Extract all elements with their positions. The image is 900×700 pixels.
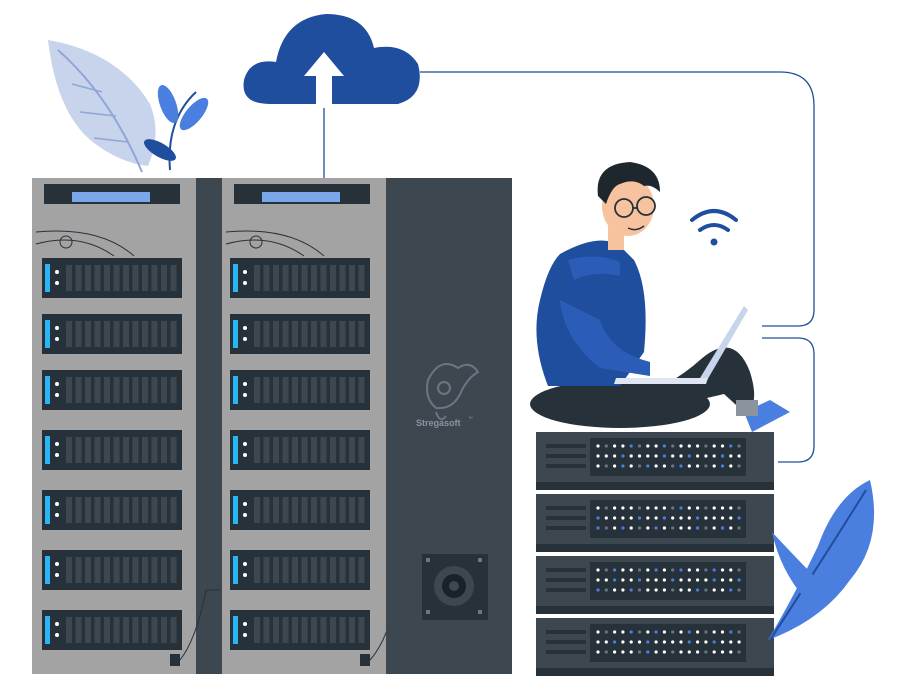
fan-icon bbox=[422, 554, 488, 620]
drive-bay bbox=[42, 490, 182, 530]
brand-trademark: ™ bbox=[468, 416, 473, 422]
leaf-icon bbox=[48, 40, 209, 173]
drive-bay bbox=[42, 550, 182, 590]
drive-bay bbox=[230, 314, 370, 354]
laptop-icon bbox=[614, 306, 748, 384]
server-stack-right bbox=[536, 432, 774, 676]
wifi-icon bbox=[690, 209, 738, 246]
server-unit bbox=[536, 432, 774, 490]
network-lines bbox=[323, 71, 815, 463]
leaf-icon bbox=[768, 480, 875, 641]
server-unit bbox=[536, 556, 774, 614]
drive-bay bbox=[230, 490, 370, 530]
drive-bay bbox=[42, 258, 182, 298]
drive-bay bbox=[230, 610, 370, 650]
drive-bay bbox=[42, 610, 182, 650]
person-with-laptop bbox=[530, 162, 790, 432]
dark-cabinet: Stregasoft ™ bbox=[386, 178, 512, 674]
cloud-upload-icon bbox=[243, 14, 420, 104]
hummingbird-logo-icon bbox=[426, 363, 480, 421]
drive-bay bbox=[230, 550, 370, 590]
drive-bay bbox=[42, 430, 182, 470]
server-unit bbox=[536, 494, 774, 552]
brand-name: Stregasoft bbox=[416, 418, 461, 428]
drive-bay bbox=[42, 370, 182, 410]
drive-bay bbox=[230, 430, 370, 470]
server-unit bbox=[536, 618, 774, 676]
drive-bay bbox=[42, 314, 182, 354]
drive-bay bbox=[230, 370, 370, 410]
drive-bay bbox=[230, 258, 370, 298]
server-rack-left bbox=[32, 178, 420, 674]
